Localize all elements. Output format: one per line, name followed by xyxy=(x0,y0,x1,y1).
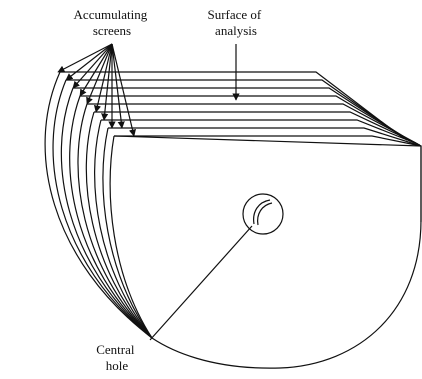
central-hole xyxy=(242,193,284,235)
label-accumulating-screens: Accumulating screens xyxy=(74,7,151,38)
label-central-hole: Central hole xyxy=(96,342,138,373)
front-face-disc xyxy=(113,135,422,369)
screen-stack xyxy=(44,71,422,369)
central-hole-leader xyxy=(149,225,253,341)
screen-top-edges xyxy=(60,71,422,147)
label-surface-of-analysis: Surface of analysis xyxy=(207,7,264,38)
accumulating-screens-arrows xyxy=(57,43,136,137)
screen-curved-edges xyxy=(44,71,153,339)
